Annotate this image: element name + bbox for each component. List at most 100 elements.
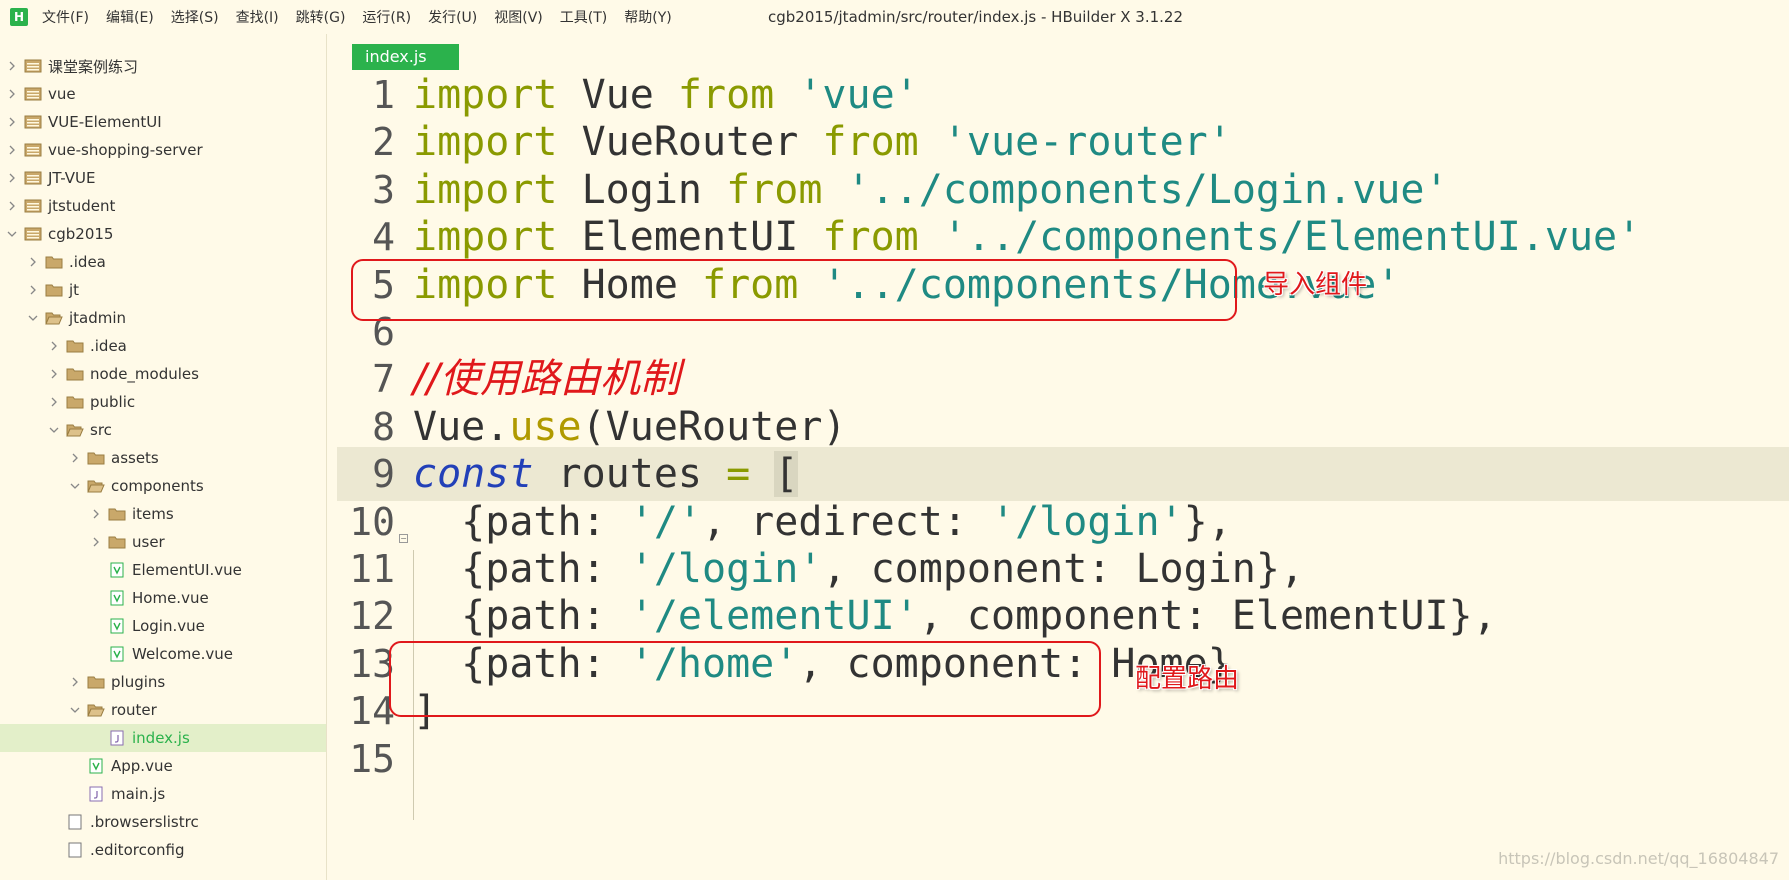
tree-item-label: .idea: [69, 253, 106, 271]
tree-item[interactable]: user: [0, 528, 326, 556]
chevron-right-icon[interactable]: [4, 114, 20, 130]
code-token: [: [774, 451, 799, 498]
chevron-right-icon[interactable]: [25, 254, 41, 270]
tree-item[interactable]: node_modules: [0, 360, 326, 388]
menu-item[interactable]: 选择(S): [170, 10, 219, 26]
menu-item[interactable]: 编辑(E): [105, 10, 154, 26]
vue-file-icon: [108, 590, 126, 606]
chevron-down-icon[interactable]: [46, 422, 62, 438]
code-line[interactable]: 15: [337, 732, 1789, 786]
menu-item[interactable]: 文件(F): [42, 10, 89, 26]
tree-item[interactable]: vue: [0, 80, 326, 108]
import-highlight-box: [351, 259, 1237, 321]
tree-item[interactable]: jt: [0, 276, 326, 304]
chevron-down-icon[interactable]: [4, 226, 20, 242]
chevron-right-icon[interactable]: [4, 58, 20, 74]
tree-item[interactable]: Login.vue: [0, 612, 326, 640]
tree-item[interactable]: jtstudent: [0, 192, 326, 220]
tree-item[interactable]: vue-shopping-server: [0, 136, 326, 164]
tree-item-label: Home.vue: [132, 589, 209, 607]
menu-item[interactable]: 帮助(Y): [624, 10, 672, 26]
menu-item[interactable]: 运行(R): [362, 10, 412, 26]
hbuilder-logo-icon: H: [10, 8, 28, 26]
tree-item-label: .editorconfig: [90, 841, 185, 859]
chevron-down-icon[interactable]: [67, 702, 83, 718]
menu-item[interactable]: 发行(U): [428, 10, 478, 26]
line-number: 2: [372, 120, 395, 165]
tree-item[interactable]: public: [0, 388, 326, 416]
code-line[interactable]: 6: [337, 305, 1789, 359]
tree-item[interactable]: src: [0, 416, 326, 444]
tree-item[interactable]: router: [0, 696, 326, 724]
tree-item[interactable]: JT-VUE: [0, 164, 326, 192]
tree-item[interactable]: Welcome.vue: [0, 640, 326, 668]
menu-item[interactable]: 视图(V): [494, 10, 543, 26]
tree-item[interactable]: Home.vue: [0, 584, 326, 612]
tree-item[interactable]: ElementUI.vue: [0, 556, 326, 584]
tree-item[interactable]: items: [0, 500, 326, 528]
tab-index-js[interactable]: index.js: [352, 44, 459, 70]
tree-item[interactable]: index.js: [0, 724, 326, 752]
code-token: from: [677, 72, 775, 118]
code-line[interactable]: 7//使用路由机制: [337, 352, 1789, 406]
tree-item-label: ElementUI.vue: [132, 561, 242, 579]
code-token: '../components/Home.vue': [822, 261, 1401, 308]
code-token: },: [1183, 498, 1232, 545]
code-token: '../components/Login.vue': [846, 166, 1449, 213]
tree-item[interactable]: VUE-ElementUI: [0, 108, 326, 136]
menu-item[interactable]: 跳转(G): [295, 10, 346, 26]
tree-item[interactable]: .idea: [0, 332, 326, 360]
project-folder-icon: [24, 114, 42, 130]
code-token: {path:: [413, 498, 630, 545]
chevron-right-icon[interactable]: [4, 198, 20, 214]
tree-item[interactable]: plugins: [0, 668, 326, 696]
menu-item[interactable]: 查找(I): [235, 10, 279, 26]
code-line[interactable]: 13 {path: '/home', component: Home}: [337, 637, 1789, 691]
chevron-right-icon[interactable]: [67, 674, 83, 690]
tree-item[interactable]: 课堂案例练习: [0, 52, 326, 80]
fold-toggle-icon[interactable]: −: [399, 534, 408, 543]
indent-guide: [413, 550, 414, 820]
code-line[interactable]: 10 {path: '/', redirect: '/login'},: [337, 495, 1789, 549]
tree-item-label: items: [132, 505, 174, 523]
tree-item[interactable]: App.vue: [0, 752, 326, 780]
file-icon: [66, 814, 84, 830]
tree-item[interactable]: .editorconfig: [0, 836, 326, 864]
tree-item[interactable]: cgb2015: [0, 220, 326, 248]
code-line[interactable]: 12 {path: '/elementUI', component: Eleme…: [337, 589, 1789, 643]
tree-item[interactable]: assets: [0, 444, 326, 472]
chevron-down-icon[interactable]: [25, 310, 41, 326]
chevron-right-icon[interactable]: [67, 450, 83, 466]
route-annotation: 配置路由: [1135, 664, 1240, 694]
code-line[interactable]: 11 {path: '/login', component: Login},: [337, 542, 1789, 596]
chevron-right-icon[interactable]: [4, 86, 20, 102]
chevron-right-icon[interactable]: [46, 366, 62, 382]
chevron-right-icon[interactable]: [4, 170, 20, 186]
chevron-right-icon[interactable]: [46, 338, 62, 354]
tree-item[interactable]: .browserslistrc: [0, 808, 326, 836]
line-number: 13: [349, 641, 395, 686]
chevron-down-icon[interactable]: [67, 478, 83, 494]
code-token: [919, 119, 943, 165]
chevron-right-icon[interactable]: [25, 282, 41, 298]
menu-item[interactable]: 工具(T): [559, 10, 608, 26]
chevron-right-icon[interactable]: [4, 142, 20, 158]
tree-item[interactable]: components: [0, 472, 326, 500]
chevron-right-icon[interactable]: [46, 394, 62, 410]
tree-item[interactable]: main.js: [0, 780, 326, 808]
tree-spacer: [88, 730, 104, 746]
tree-item[interactable]: .idea: [0, 248, 326, 276]
tree-item[interactable]: jtadmin: [0, 304, 326, 332]
code-line[interactable]: 14]: [337, 684, 1789, 738]
chevron-right-icon[interactable]: [88, 506, 104, 522]
chevron-right-icon[interactable]: [88, 534, 104, 550]
code-token: import: [413, 261, 558, 308]
